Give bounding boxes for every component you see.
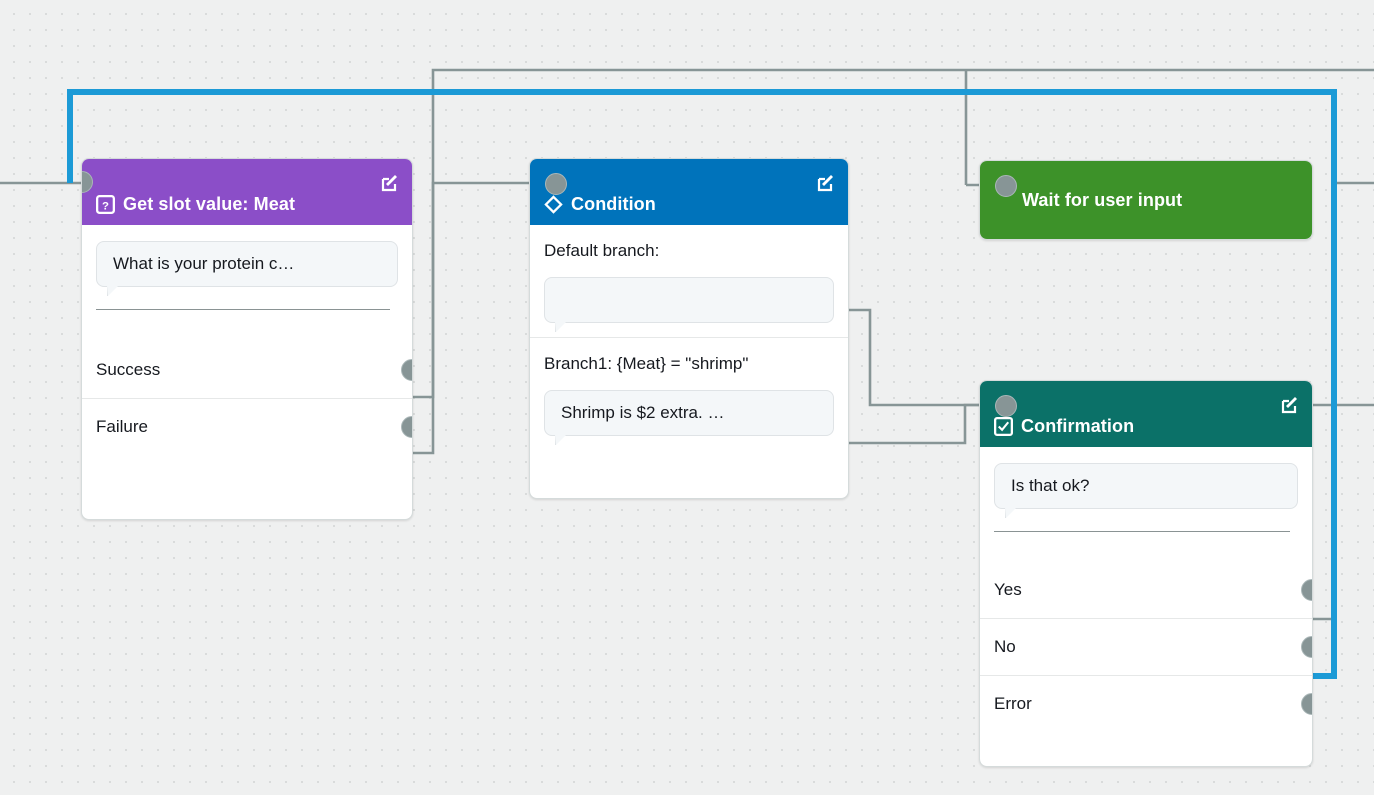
edit-icon[interactable] [1280,395,1300,415]
node-header-confirmation: Confirmation [980,381,1312,447]
branch-bubble-branch1[interactable]: Shrimp is $2 extra. … [544,390,834,445]
prompt-bubble-confirmation[interactable]: Is that ok? [994,463,1298,518]
row-divider [980,675,1312,676]
node-confirmation[interactable]: Confirmation Is that ok? Yes No Error [979,380,1313,767]
prompt-bubble-get-slot-value[interactable]: What is your protein c… [96,241,398,296]
row-divider [980,618,1312,619]
node-title-text: Wait for user input [1022,189,1183,210]
input-port-confirmation[interactable] [995,395,1017,417]
node-title-text: Get slot value: Meat [123,194,296,214]
diamond-icon [544,195,563,214]
output-port-no[interactable] [1301,636,1312,658]
node-get-slot-value[interactable]: ? Get slot value: Meat What is your prot… [81,158,413,520]
node-header-wait: Wait for user input [980,161,1312,239]
output-row-no[interactable]: No [980,619,1312,675]
edit-icon[interactable] [380,173,400,193]
output-port-success[interactable] [401,359,412,381]
output-label-success: Success [96,360,161,379]
row-divider [82,398,412,399]
node-title-text: Condition [571,194,656,214]
node-title-condition: Condition [544,194,656,215]
input-port-wait[interactable] [995,175,1017,197]
output-label-error: Error [994,694,1032,713]
edit-icon[interactable] [816,173,836,193]
node-condition[interactable]: Condition Default branch: Branch1: {Meat… [529,158,849,499]
svg-text:?: ? [102,200,109,212]
output-port-failure[interactable] [401,416,412,438]
node-header-condition: Condition [530,159,848,225]
output-port-yes[interactable] [1301,579,1312,601]
output-label-no: No [994,637,1016,656]
section-label-branch1: Branch1: {Meat} = "shrimp" [544,354,749,373]
section-label-default-branch: Default branch: [544,241,660,260]
section-divider [96,309,390,310]
output-row-yes[interactable]: Yes [980,562,1312,618]
output-label-failure: Failure [96,417,148,436]
checkbox-icon [994,417,1013,436]
input-port-condition[interactable] [545,173,567,195]
node-wait-for-user-input[interactable]: Wait for user input [979,160,1313,240]
node-title-wait: Wait for user input [1022,190,1182,211]
node-title-text: Confirmation [1021,416,1135,436]
node-header-get-slot-value: ? Get slot value: Meat [82,159,412,225]
node-title-get-slot-value: ? Get slot value: Meat [96,194,295,215]
question-block-icon: ? [96,195,115,214]
output-label-yes: Yes [994,580,1022,599]
section-divider [530,337,848,338]
section-divider [994,531,1290,532]
node-title-confirmation: Confirmation [994,416,1134,437]
output-row-error[interactable]: Error [980,676,1312,732]
output-row-failure[interactable]: Failure [82,399,412,455]
output-row-success[interactable]: Success [82,342,412,398]
input-port-get-slot-value[interactable] [82,171,93,193]
output-port-error[interactable] [1301,693,1312,715]
branch-bubble-default[interactable] [544,277,834,332]
wire-failure-to-condition [390,181,544,455]
